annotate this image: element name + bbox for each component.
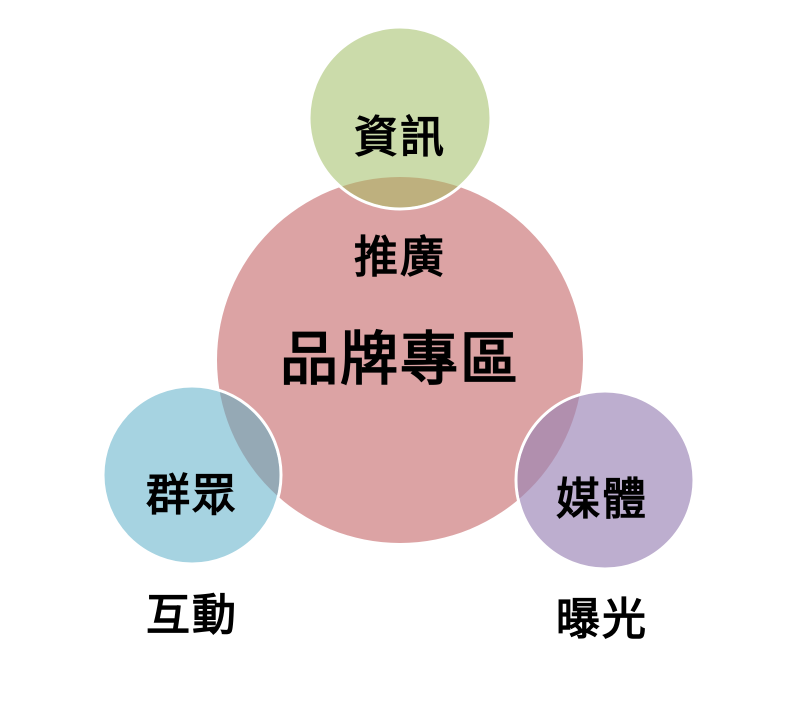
left-label-line2: 互動 — [146, 590, 238, 641]
right-label-line2: 曝光 — [556, 594, 648, 645]
right-label: 媒體 曝光 — [522, 410, 682, 710]
left-label: 群眾 互動 — [112, 406, 272, 706]
center-circle — [217, 177, 583, 543]
top-circle — [307, 25, 493, 211]
center-label: 品牌專區 — [279, 325, 520, 393]
top-label-line2: 推廣 — [354, 232, 446, 283]
top-label: 資訊 推廣 — [320, 48, 480, 348]
right-label-line1: 媒體 — [556, 474, 648, 525]
left-label-line1: 群眾 — [146, 470, 238, 521]
diagram-canvas: 品牌專區 資訊 推廣 群眾 互動 媒體 曝光 — [101, 25, 696, 645]
diagram-shapes — [101, 25, 696, 571]
top-label-line1: 資訊 — [354, 112, 446, 163]
